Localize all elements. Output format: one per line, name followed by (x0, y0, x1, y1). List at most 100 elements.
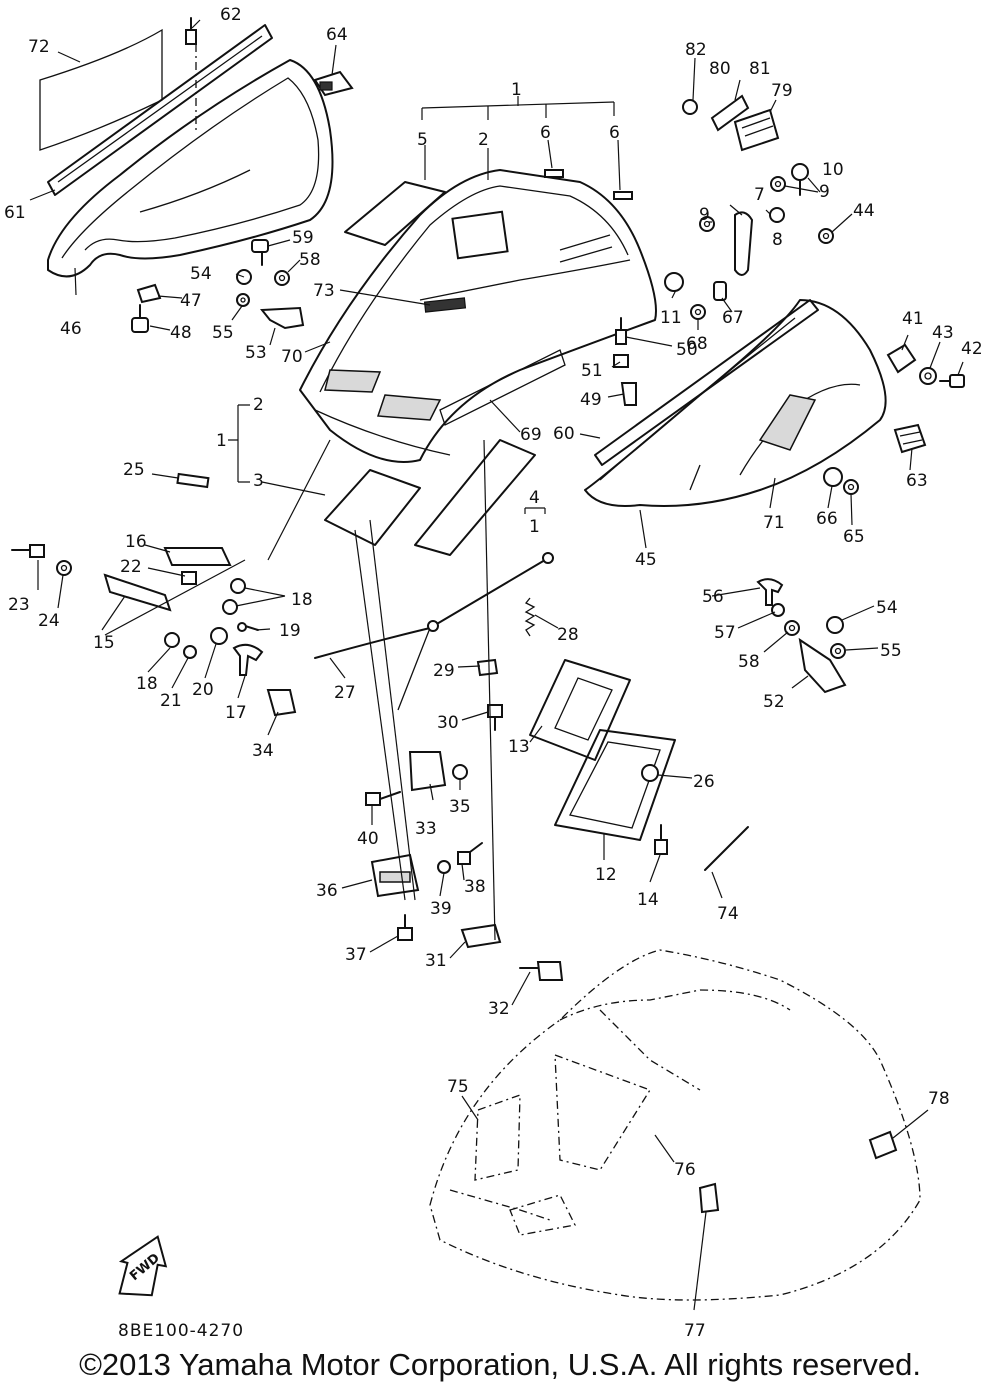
label-69: 69 (520, 425, 542, 445)
decal-69 (439, 349, 566, 426)
nut-66 (823, 467, 843, 487)
label-70: 70 (281, 347, 303, 367)
grommet-50 (615, 317, 627, 345)
label-41: 41 (902, 309, 924, 329)
label-76: 76 (674, 1160, 696, 1180)
label-67: 67 (722, 308, 744, 328)
label-54-lower: 54 (876, 598, 898, 618)
label-23: 23 (8, 595, 30, 615)
label-1-right: 1 (529, 517, 540, 537)
label-51: 51 (581, 361, 603, 381)
label-20: 20 (192, 680, 214, 700)
emblem-80-81 (710, 94, 750, 132)
center-duct-76 (554, 1054, 651, 1171)
label-64: 64 (326, 25, 348, 45)
lens-78 (868, 1130, 898, 1160)
washer-44 (818, 228, 834, 244)
molding-60 (594, 299, 819, 466)
knob-56 (756, 578, 784, 606)
label-80: 80 (709, 59, 731, 79)
label-19: 19 (279, 621, 301, 641)
label-18-right: 18 (291, 590, 313, 610)
label-40: 40 (357, 829, 379, 849)
label-27: 27 (334, 683, 356, 703)
label-61: 61 (4, 203, 26, 223)
label-43: 43 (932, 323, 954, 343)
label-60: 60 (553, 424, 575, 444)
copyright-notice: ©2013 Yamaha Motor Corporation, U.S.A. A… (79, 1347, 921, 1382)
label-46: 46 (60, 319, 82, 339)
washer-21 (183, 645, 197, 659)
label-29: 29 (433, 661, 455, 681)
collar-8 (769, 207, 785, 223)
label-39: 39 (430, 899, 452, 919)
cable-27 (314, 552, 554, 711)
label-21: 21 (160, 691, 182, 711)
duct-12 (554, 729, 676, 841)
label-18-lower: 18 (136, 674, 158, 694)
pin-19 (237, 622, 259, 632)
lens-63 (893, 423, 927, 454)
panel-trim-71 (739, 383, 861, 476)
bracket-31 (460, 923, 502, 949)
bolt-14 (654, 824, 668, 855)
pad-25 (176, 472, 210, 489)
washer-57 (771, 603, 785, 617)
nut-20 (210, 627, 228, 645)
washer-55-upper (236, 293, 250, 307)
nut-26 (641, 764, 659, 782)
side-vent-75 (474, 1094, 521, 1181)
label-71: 71 (763, 513, 785, 533)
label-37: 37 (345, 945, 367, 965)
pin-22 (181, 571, 197, 585)
clip-41 (886, 343, 917, 374)
label-55-upper: 55 (212, 323, 234, 343)
label-82: 82 (685, 40, 707, 60)
label-33: 33 (415, 819, 437, 839)
label-16: 16 (125, 532, 147, 552)
label-28: 28 (557, 625, 579, 645)
label-11: 11 (660, 308, 682, 328)
label-17: 17 (225, 703, 247, 723)
label-42: 42 (961, 339, 983, 359)
fwd-arrow: FWD (118, 1235, 168, 1297)
label-38: 38 (464, 877, 486, 897)
label-73: 73 (313, 281, 335, 301)
link-7 (734, 211, 754, 276)
leader-lines (29, 19, 964, 1311)
bracket-lines-1 (228, 96, 615, 514)
label-36: 36 (316, 881, 338, 901)
label-1-left: 1 (216, 431, 227, 451)
label-8: 8 (772, 230, 783, 250)
label-2-top: 2 (478, 130, 489, 150)
lower-hood (429, 949, 921, 1301)
washer-68 (690, 304, 706, 320)
label-72: 72 (28, 37, 50, 57)
alignment-lines (354, 439, 496, 941)
label-56: 56 (702, 587, 724, 607)
label-25: 25 (123, 460, 145, 480)
label-66: 66 (816, 509, 838, 529)
hood-2 (299, 169, 657, 463)
label-3: 3 (253, 471, 264, 491)
washer-55-lower (830, 643, 846, 659)
washer-9-right (770, 176, 786, 192)
label-5: 5 (417, 130, 428, 150)
lens-77 (698, 1182, 720, 1214)
label-54-upper: 54 (190, 264, 212, 284)
washer-43 (919, 367, 937, 385)
screw-42 (939, 374, 965, 388)
label-50: 50 (676, 340, 698, 360)
screw-62 (185, 17, 197, 130)
nut-11 (664, 272, 684, 292)
label-32: 32 (488, 999, 510, 1019)
label-53: 53 (245, 343, 267, 363)
washer-58-lower (784, 620, 800, 636)
reflector-4 (414, 439, 536, 556)
label-7: 7 (754, 185, 765, 205)
bolt-30 (487, 704, 503, 731)
label-4: 4 (529, 488, 540, 508)
seal-74 (704, 826, 749, 871)
washer-9-left (699, 216, 715, 232)
knob-17 (232, 643, 264, 676)
